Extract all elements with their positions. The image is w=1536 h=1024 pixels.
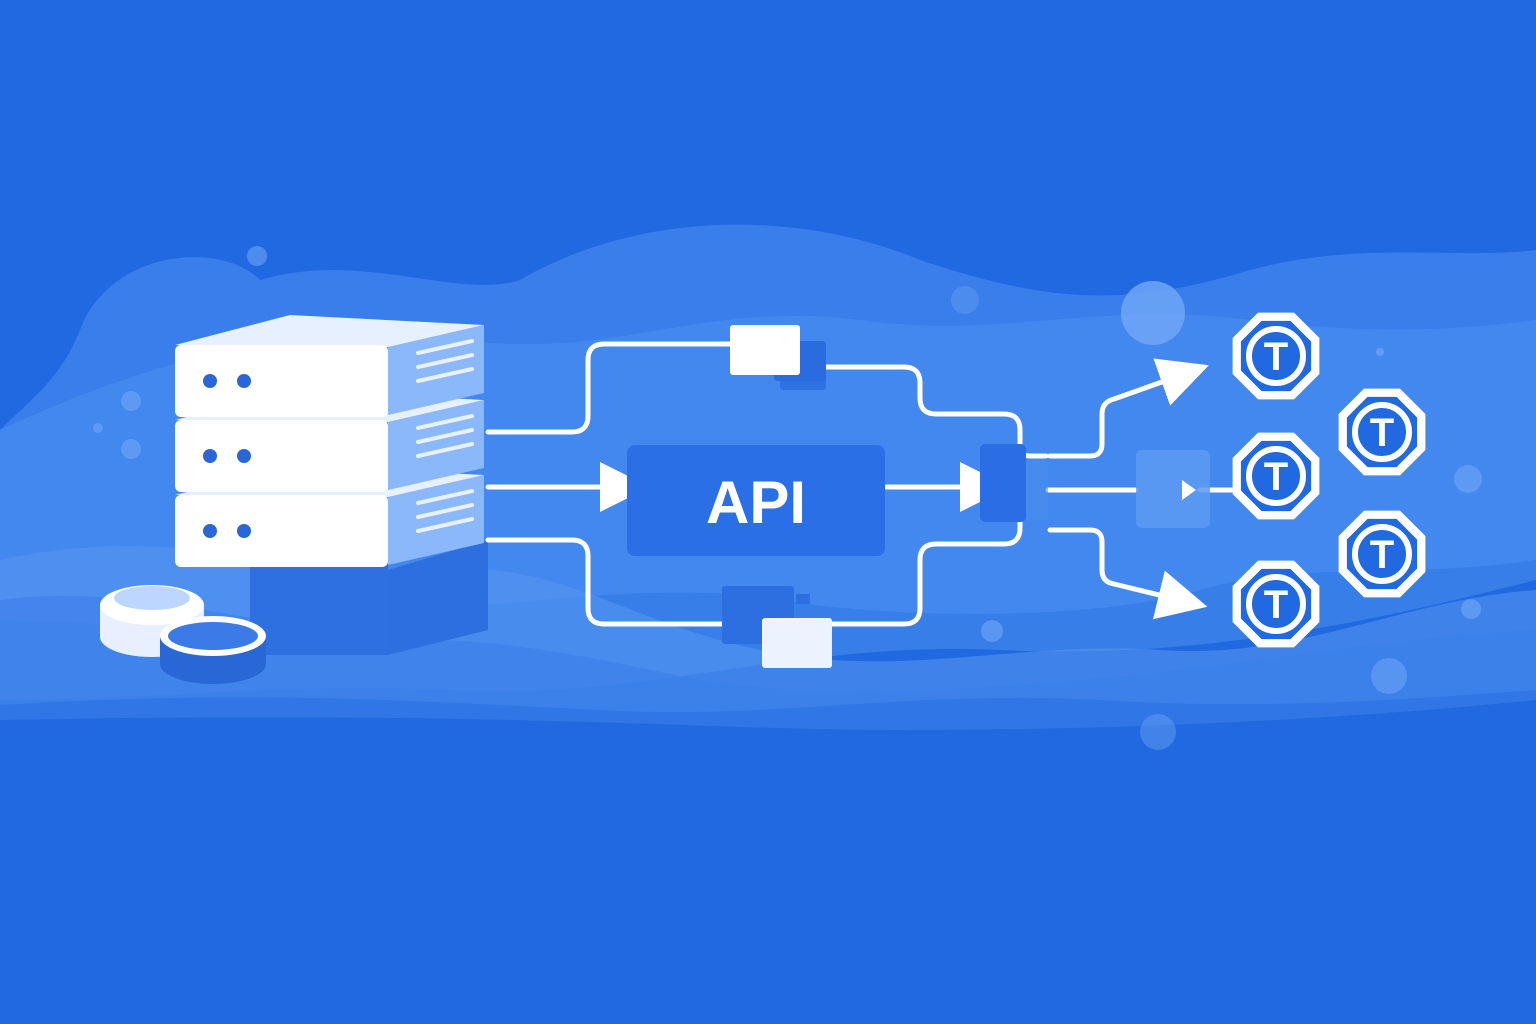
flow-line-hub-to-top-token <box>1047 358 1209 459</box>
token-label: T <box>1370 533 1394 577</box>
server-light <box>237 449 251 463</box>
tokens: T T T T T <box>1232 312 1426 648</box>
packet-doc-bottom <box>762 618 832 668</box>
servers <box>175 315 484 567</box>
server-light <box>203 524 217 538</box>
flow-line-bottom <box>485 537 729 627</box>
token-label: T <box>1370 411 1394 455</box>
token-octagon-icon: T <box>1338 388 1426 476</box>
server-unit-1 <box>175 315 484 417</box>
server-light <box>237 374 251 388</box>
packet-doc-top <box>730 325 800 375</box>
server-shadow <box>388 540 488 655</box>
bottom-packet <box>722 586 832 668</box>
token-octagon-icon: T <box>1232 560 1320 648</box>
api-box: API <box>627 445 885 556</box>
token-octagon-icon: T <box>1232 432 1320 520</box>
token-label: T <box>1264 455 1288 499</box>
server-light <box>237 524 251 538</box>
flow-lines <box>485 341 1235 627</box>
api-label: API <box>706 469 806 536</box>
decorative-bubbles <box>93 246 1482 750</box>
token-label: T <box>1264 335 1288 379</box>
relay-node <box>1136 450 1210 528</box>
coin-stack-icon <box>100 585 266 684</box>
token-octagon-icon: T <box>1232 312 1320 400</box>
server-light <box>203 449 217 463</box>
top-packet <box>730 325 826 390</box>
token-octagon-icon: T <box>1338 510 1426 598</box>
flow-line-bottom-right <box>829 515 1023 627</box>
flow-line-hub-to-bottom-token <box>1047 527 1208 620</box>
server-light <box>203 374 217 388</box>
token-label: T <box>1264 583 1288 627</box>
flow-line-top <box>485 341 735 435</box>
hub-node <box>980 444 1048 522</box>
server-stack <box>250 540 488 655</box>
